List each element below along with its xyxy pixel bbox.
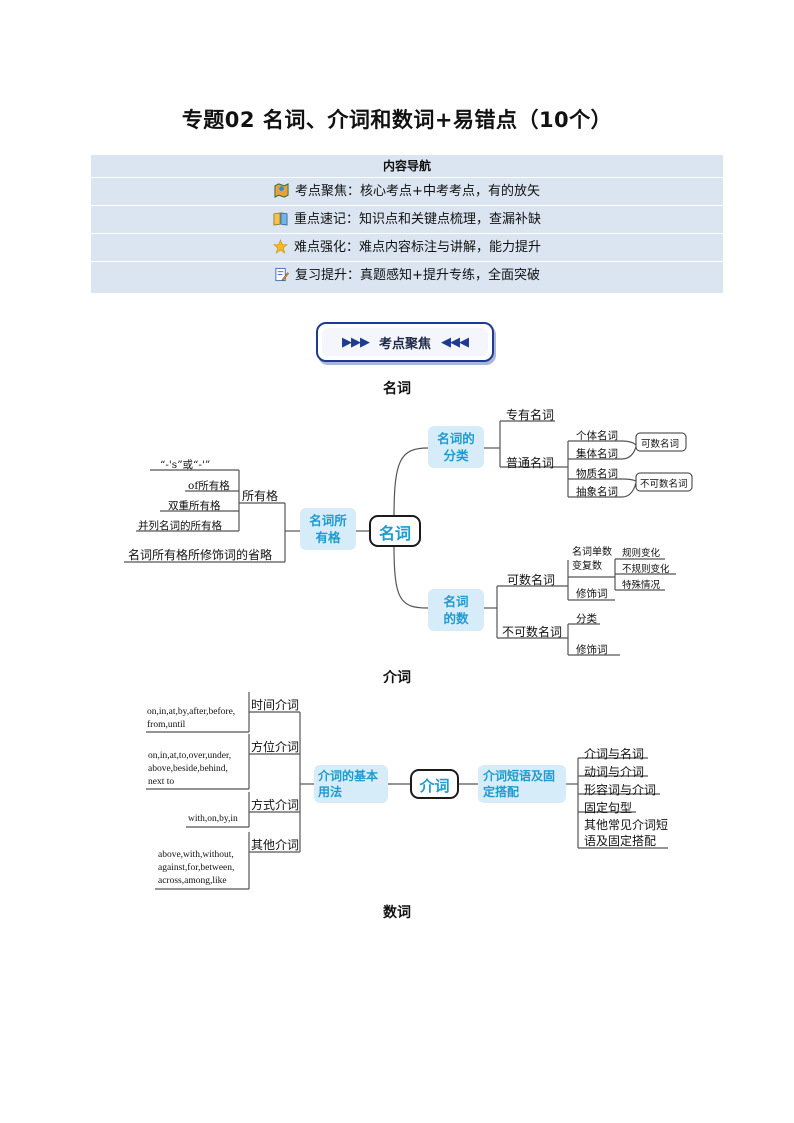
preposition-center-node: 介词 — [419, 777, 450, 795]
book-icon — [273, 212, 288, 226]
prep-phrase-item-4: 固定句型 — [584, 801, 633, 815]
countable-tag: 可数名词 — [641, 439, 680, 450]
nav-row-text: 复习提升：真题感知+提升专练，全面突破 — [295, 268, 540, 283]
proper-noun-label: 专有名词 — [506, 408, 555, 422]
banner-label: 考点聚焦 — [378, 336, 431, 352]
place-preposition-examples: on,in,at,to,over,under, above,beside,beh… — [148, 751, 232, 787]
preposition-phrases-node: 介词短语及固 定搭配 — [483, 769, 556, 799]
nav-row-difficulty: 难点强化：难点内容标注与讲解，能力提升 — [91, 233, 723, 261]
key-points-banner: ▶▶▶ 考点聚焦 ◀◀◀ — [316, 322, 494, 362]
uncountable-types-label: 分类 — [576, 613, 597, 625]
collective-noun-label: 集体名词 — [576, 448, 618, 460]
uncountable-noun-label: 不可数名词 — [502, 625, 563, 639]
star-icon — [273, 239, 288, 254]
section-heading-preposition: 介词 — [383, 670, 411, 686]
noun-classify-node: 名词的 分类 — [437, 431, 475, 463]
manner-preposition-label: 方式介词 — [251, 798, 300, 812]
preposition-basic-usage-node: 介词的基本 用法 — [318, 769, 379, 799]
of-possessive-label: of所有格 — [188, 480, 230, 492]
possessive-case-label: 所有格 — [242, 489, 279, 503]
noun-possessive-node: 名词所 有格 — [309, 513, 347, 545]
map-icon — [274, 183, 289, 198]
manner-preposition-examples: with,on,by,in — [188, 814, 238, 824]
pencil-note-icon — [275, 267, 289, 282]
s-possessive-label: “-'s”或“-'” — [160, 459, 211, 471]
common-noun-label: 普通名词 — [506, 456, 555, 470]
place-preposition-label: 方位介词 — [251, 740, 300, 754]
nav-row-review: 复习提升：真题感知+提升专练，全面突破 — [91, 261, 723, 289]
nav-row-key-points: 考点聚焦：核心考点+中考考点，有的放矢 — [91, 177, 723, 205]
nav-row-memorize: 重点速记：知识点和关键点梳理，查漏补缺 — [91, 205, 723, 233]
node-bg — [314, 765, 388, 803]
uncountable-tag: 不可数名词 — [640, 479, 688, 490]
individual-noun-label: 个体名词 — [576, 430, 618, 442]
countable-modifier-label: 修饰词 — [576, 588, 608, 600]
nav-header: 内容导航 — [382, 159, 431, 173]
node-bg — [428, 589, 484, 631]
triple-arrow-right-icon: ▶▶▶ — [341, 334, 370, 350]
noun-center-node: 名词 — [378, 524, 411, 543]
noun-number-node: 名词 的数 — [443, 594, 469, 626]
nav-row-text: 考点聚焦：核心考点+中考考点，有的放矢 — [295, 184, 540, 199]
content-navigation: 内容导航 考点聚焦：核心考点+中考考点，有的放矢 重点速记：知识点和关键点梳理，… — [91, 155, 723, 293]
time-preposition-label: 时间介词 — [251, 698, 300, 712]
other-preposition-examples: above,with,without, against,for,between,… — [158, 850, 235, 886]
countable-noun-label: 可数名词 — [507, 573, 556, 587]
node-bg — [428, 426, 484, 468]
prep-phrase-item-2: 动词与介词 — [584, 765, 645, 779]
nav-row-text: 难点强化：难点内容标注与讲解，能力提升 — [293, 240, 541, 255]
irregular-change-label: 不规则变化 — [622, 564, 670, 575]
nav-row-text: 重点速记：知识点和关键点梳理，查漏补缺 — [293, 212, 541, 227]
possessive-omission-label: 名词所有格所修饰词的省略 — [128, 548, 273, 562]
material-noun-label: 物质名词 — [576, 468, 618, 480]
prep-phrase-item-1: 介词与名词 — [584, 747, 645, 761]
regular-change-label: 规则变化 — [622, 548, 661, 559]
singular-to-plural-label: 名词单数 变复数 — [572, 547, 612, 572]
uncountable-modifier-label: 修饰词 — [576, 644, 608, 656]
abstract-noun-label: 抽象名词 — [576, 486, 618, 498]
node-bg — [478, 765, 566, 803]
section-heading-numeral: 数词 — [383, 905, 411, 921]
time-preposition-examples: on,in,at,by,after,before, from,until — [147, 707, 236, 730]
triple-arrow-left-icon: ◀◀◀ — [441, 334, 469, 350]
special-case-label: 特殊情况 — [622, 580, 661, 591]
other-preposition-label: 其他介词 — [251, 838, 300, 852]
page-title: 专题02 名词、介词和数词+易错点（10个） — [181, 108, 613, 132]
section-heading-noun: 名词 — [383, 381, 411, 397]
node-bg — [300, 508, 356, 550]
double-possessive-label: 双重所有格 — [168, 500, 221, 512]
parallel-possessive-label: 并列名词的所有格 — [138, 520, 222, 532]
prep-phrase-item-3: 形容词与介词 — [584, 783, 657, 797]
prep-phrase-item-5: 其他常见介词短 语及固定搭配 — [584, 818, 669, 848]
